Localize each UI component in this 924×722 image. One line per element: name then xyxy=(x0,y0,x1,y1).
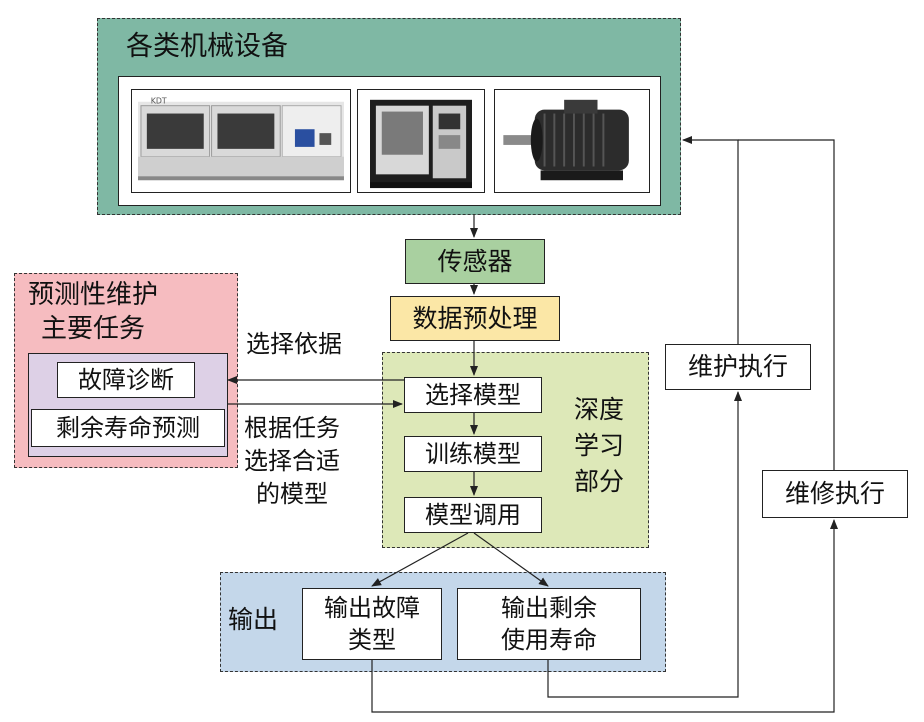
select-by-task-line: 选择合适 xyxy=(244,447,340,475)
select-by-task-line: 的模型 xyxy=(256,480,328,508)
select-model-box: 选择模型 xyxy=(404,377,542,413)
equipment-image-strip: KDT xyxy=(118,76,661,206)
fault-diagnosis-box: 故障诊断 xyxy=(57,362,195,398)
select-by-task-line: 根据任务 xyxy=(244,414,340,442)
sensor-box: 传感器 xyxy=(405,239,545,284)
pdm-title-line: 预测性维护 xyxy=(28,280,159,310)
output-rul-line: 输出剩余 xyxy=(501,594,597,622)
select-by-task-label: 根据任务 选择合适 的模型 xyxy=(244,412,340,511)
maintenance-box: 维护执行 xyxy=(665,344,811,390)
cnc-machining-center-image xyxy=(357,89,485,193)
pdm-title: 预测性维护 主要任务 xyxy=(28,278,158,346)
deep-learning-label-line: 学习 xyxy=(574,431,625,460)
electric-motor-image xyxy=(494,89,650,193)
repair-box: 维修执行 xyxy=(762,470,908,518)
select-basis-label: 选择依据 xyxy=(246,330,342,358)
edge-banding-machine-image: KDT xyxy=(131,89,351,193)
output-fault-type-line: 输出故障 xyxy=(324,594,420,622)
deep-learning-label-line: 部分 xyxy=(574,467,625,496)
arrow-maintenance-to-equipment xyxy=(682,136,739,344)
equipment-title: 各类机械设备 xyxy=(126,31,288,62)
equipment-panel: 各类机械设备 KDT xyxy=(97,18,681,215)
output-rul-box: 输出剩余 使用寿命 xyxy=(457,588,641,660)
output-rul-line: 使用寿命 xyxy=(501,626,597,654)
pdm-title-line: 主要任务 xyxy=(41,314,146,344)
rul-prediction-box: 剩余寿命预测 xyxy=(31,409,225,447)
output-fault-type-box: 输出故障 类型 xyxy=(302,588,442,660)
output-label: 输出 xyxy=(228,605,279,634)
deep-learning-label-line: 深度 xyxy=(574,395,625,424)
preprocess-box: 数据预处理 xyxy=(390,296,560,341)
train-model-box: 训练模型 xyxy=(404,436,542,472)
invoke-model-box: 模型调用 xyxy=(404,497,542,533)
output-fault-type-line: 类型 xyxy=(348,626,396,654)
deep-learning-label: 深度 学习 部分 xyxy=(574,392,624,500)
svg-text:KDT: KDT xyxy=(151,97,167,106)
arrow-repair-to-equipment xyxy=(738,139,835,470)
